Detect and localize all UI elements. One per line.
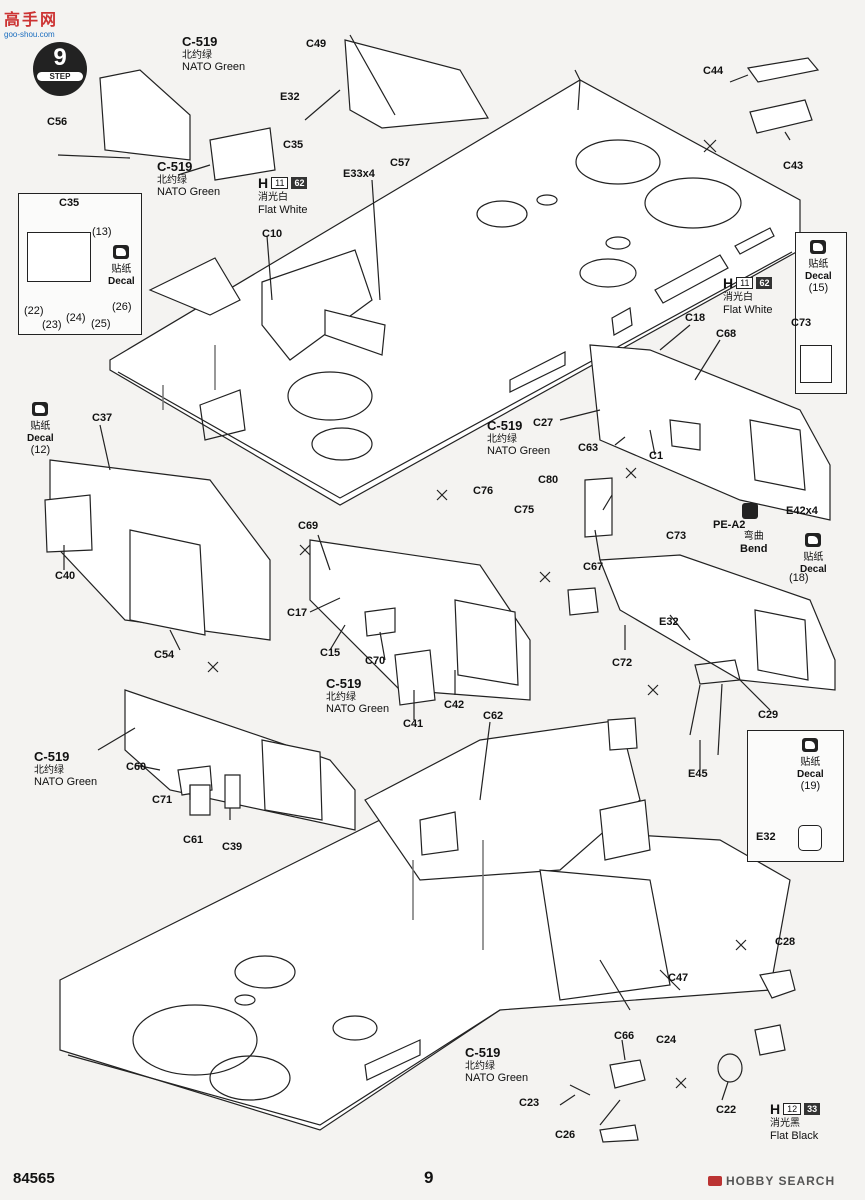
decal-15-callout: 贴纸 Decal (15) bbox=[805, 240, 832, 295]
inset-num-22: (22) bbox=[24, 305, 44, 317]
page-number: 9 bbox=[424, 1168, 434, 1187]
paint-flat-white-2: H 11 62 bbox=[723, 275, 773, 291]
bend-text: 弯曲 Bend bbox=[740, 531, 768, 555]
decal-15-part bbox=[800, 345, 832, 383]
part-label-c56: C56 bbox=[47, 116, 68, 128]
part-label-c39: C39 bbox=[222, 841, 243, 853]
paint-nato-green-1: C-519 北约绿 NATO Green bbox=[182, 34, 246, 74]
part-label-c70: C70 bbox=[365, 655, 386, 667]
decal-icon bbox=[32, 402, 49, 416]
inset-num-25: (25) bbox=[91, 318, 111, 330]
inset-num-24: (24) bbox=[66, 312, 86, 324]
decal-icon bbox=[805, 533, 822, 547]
part-label-c18: C18 bbox=[685, 312, 706, 324]
brand-logo: HOBBY SEARCH bbox=[708, 1174, 835, 1188]
part-label-c15: C15 bbox=[320, 647, 341, 659]
part-label-c35: C35 bbox=[283, 139, 304, 151]
part-label-e32c: E32 bbox=[756, 831, 776, 843]
paint-nato-green-6: C-519 北约绿 NATO Green bbox=[465, 1045, 529, 1085]
inset-num-23: (23) bbox=[42, 319, 62, 331]
paint-flat-white-1: H 11 62 bbox=[258, 175, 308, 191]
part-label-e33x4: E33x4 bbox=[343, 168, 375, 180]
bend-part: PE-A2 bbox=[713, 519, 746, 531]
watermark: 高手网 goo-shou.com bbox=[4, 6, 58, 39]
part-label-c66: C66 bbox=[614, 1030, 635, 1042]
part-label-c43: C43 bbox=[783, 160, 804, 172]
paint-nato-green-2: C-519 北约绿 NATO Green bbox=[157, 159, 221, 199]
paint-flat-black-text: 消光黑 Flat Black bbox=[770, 1118, 819, 1142]
part-label-c42: C42 bbox=[444, 699, 465, 711]
part-label-c27: C27 bbox=[533, 417, 554, 429]
watermark-url: goo-shou.com bbox=[4, 30, 55, 39]
part-label-c1: C1 bbox=[649, 450, 664, 462]
part-label-c73b: C73 bbox=[666, 530, 687, 542]
watermark-text: 高手网 bbox=[4, 12, 59, 29]
decal-19-callout: 贴纸 Decal (19) bbox=[797, 738, 824, 793]
part-label-c40: C40 bbox=[55, 570, 76, 582]
part-label-c23: C23 bbox=[519, 1097, 540, 1109]
part-label-c67: C67 bbox=[583, 561, 604, 573]
part-label-c22: C22 bbox=[716, 1104, 737, 1116]
kit-number: 84565 bbox=[13, 1170, 55, 1187]
part-label-e32a: E32 bbox=[280, 91, 300, 103]
part-label-c62: C62 bbox=[483, 710, 504, 722]
step-badge: 9 STEP bbox=[33, 42, 87, 96]
decal-19-part bbox=[798, 825, 822, 851]
part-label-c41: C41 bbox=[403, 718, 424, 730]
paint-flat-white-2-text: 消光白 Flat White bbox=[723, 292, 773, 316]
part-label-c49: C49 bbox=[306, 38, 327, 50]
part-label-e45: E45 bbox=[688, 768, 708, 780]
part-label-c80: C80 bbox=[538, 474, 559, 486]
part-label-c73a: C73 bbox=[791, 317, 812, 329]
inset-c35-dial bbox=[27, 232, 91, 282]
decal-26-callout: 贴纸 Decal bbox=[108, 245, 135, 287]
inset-decal-19-panel bbox=[747, 730, 844, 862]
decal-12-callout: 贴纸 Decal (12) bbox=[27, 402, 54, 457]
part-label-c72: C72 bbox=[612, 657, 633, 669]
part-label-c54: C54 bbox=[154, 649, 175, 661]
part-label-c63: C63 bbox=[578, 442, 599, 454]
inset-num-13: (13) bbox=[92, 226, 112, 238]
step-label: STEP bbox=[37, 72, 83, 81]
decal-icon bbox=[810, 240, 827, 254]
part-label-c76: C76 bbox=[473, 485, 494, 497]
part-label-c44: C44 bbox=[703, 65, 724, 77]
step-number: 9 bbox=[53, 44, 67, 71]
part-label-c29: C29 bbox=[758, 709, 779, 721]
paint-nato-green-3: C-519 北约绿 NATO Green bbox=[487, 418, 551, 458]
paint-nato-green-4: C-519 北约绿 NATO Green bbox=[326, 676, 390, 716]
part-label-c68: C68 bbox=[716, 328, 737, 340]
bend-icon bbox=[742, 503, 758, 519]
part-label-c75: C75 bbox=[514, 504, 535, 516]
part-label-c47: C47 bbox=[668, 972, 689, 984]
part-label-c69: C69 bbox=[298, 520, 319, 532]
decal-18-number: (18) bbox=[789, 572, 809, 584]
decal-icon bbox=[113, 245, 130, 259]
paint-flat-black: H 12 33 bbox=[770, 1101, 821, 1117]
part-label-c28: C28 bbox=[775, 936, 796, 948]
part-label-c17: C17 bbox=[287, 607, 308, 619]
brand-name: HOBBY SEARCH bbox=[726, 1174, 836, 1188]
part-label-c61: C61 bbox=[183, 834, 204, 846]
part-label-e32b: E32 bbox=[659, 616, 679, 628]
part-label-c57: C57 bbox=[390, 157, 411, 169]
part-label-c37: C37 bbox=[92, 412, 113, 424]
decal-18-callout: 贴纸 Decal bbox=[800, 533, 827, 575]
part-label-e42x4: E42x4 bbox=[786, 505, 818, 517]
part-label-c26: C26 bbox=[555, 1129, 576, 1141]
part-label-c10: C10 bbox=[262, 228, 283, 240]
inset-num-26: (26) bbox=[112, 301, 132, 313]
part-label-c71: C71 bbox=[152, 794, 173, 806]
part-label-c24: C24 bbox=[656, 1034, 677, 1046]
part-label-c60: C60 bbox=[126, 761, 147, 773]
paint-nato-green-5: C-519 北约绿 NATO Green bbox=[34, 749, 98, 789]
inset-c35-label: C35 bbox=[59, 197, 80, 209]
decal-icon bbox=[802, 738, 819, 752]
paint-flat-white-1-text: 消光白 Flat White bbox=[258, 192, 308, 216]
brand-icon bbox=[708, 1176, 722, 1186]
